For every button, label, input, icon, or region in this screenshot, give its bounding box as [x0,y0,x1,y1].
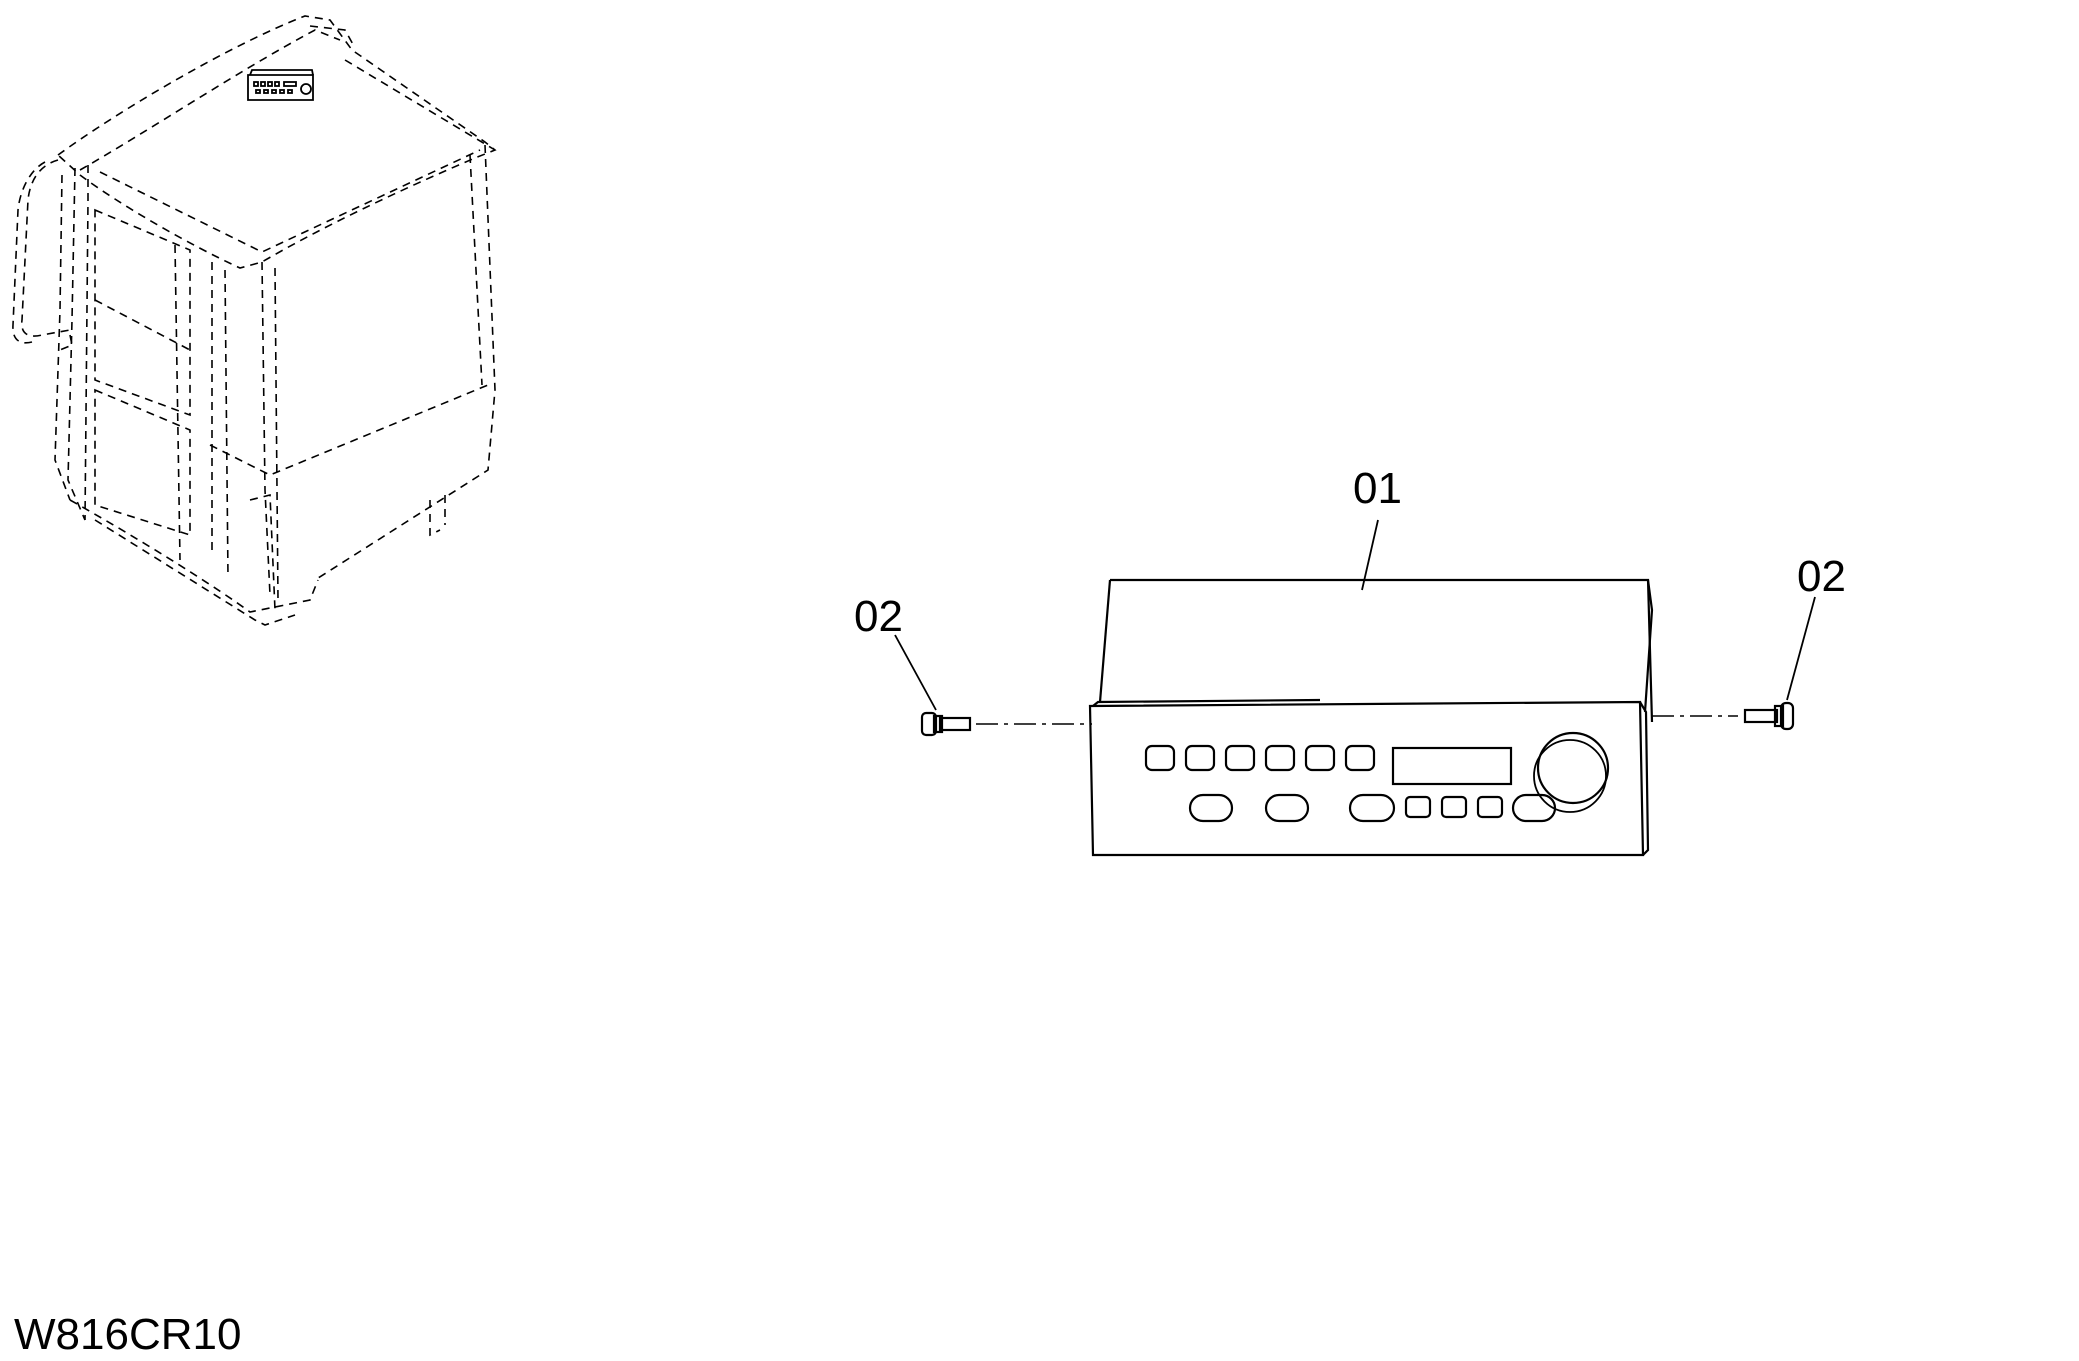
cab-outline [12,15,497,626]
callout-screw-right: 02 [1797,552,1846,601]
radio-unit [1088,578,1654,857]
drawing-code: W816CR10 [14,1310,241,1359]
small-button-1 [1404,795,1432,819]
callout-screw-left: 02 [854,592,903,641]
volume-knob [1536,731,1610,805]
function-button-4 [1511,793,1557,823]
leader-line-01 [1361,519,1379,591]
leader-line-02-right [1786,596,1816,701]
screw-left [920,711,1092,737]
small-button-3 [1476,795,1504,819]
leader-line-02-left [894,634,937,711]
function-button-3 [1348,793,1396,823]
small-button-2 [1440,795,1468,819]
radio-display [1391,746,1513,786]
function-button-1 [1188,793,1234,823]
preset-button-3 [1224,744,1256,772]
preset-button-4 [1264,744,1296,772]
preset-button-2 [1184,744,1216,772]
preset-button-6 [1344,744,1376,772]
function-button-2 [1264,793,1310,823]
preset-button-5 [1304,744,1336,772]
radio-location-thumbnail [247,69,314,101]
callout-radio: 01 [1353,464,1402,513]
preset-button-1 [1144,744,1176,772]
screw-right [1652,701,1795,731]
